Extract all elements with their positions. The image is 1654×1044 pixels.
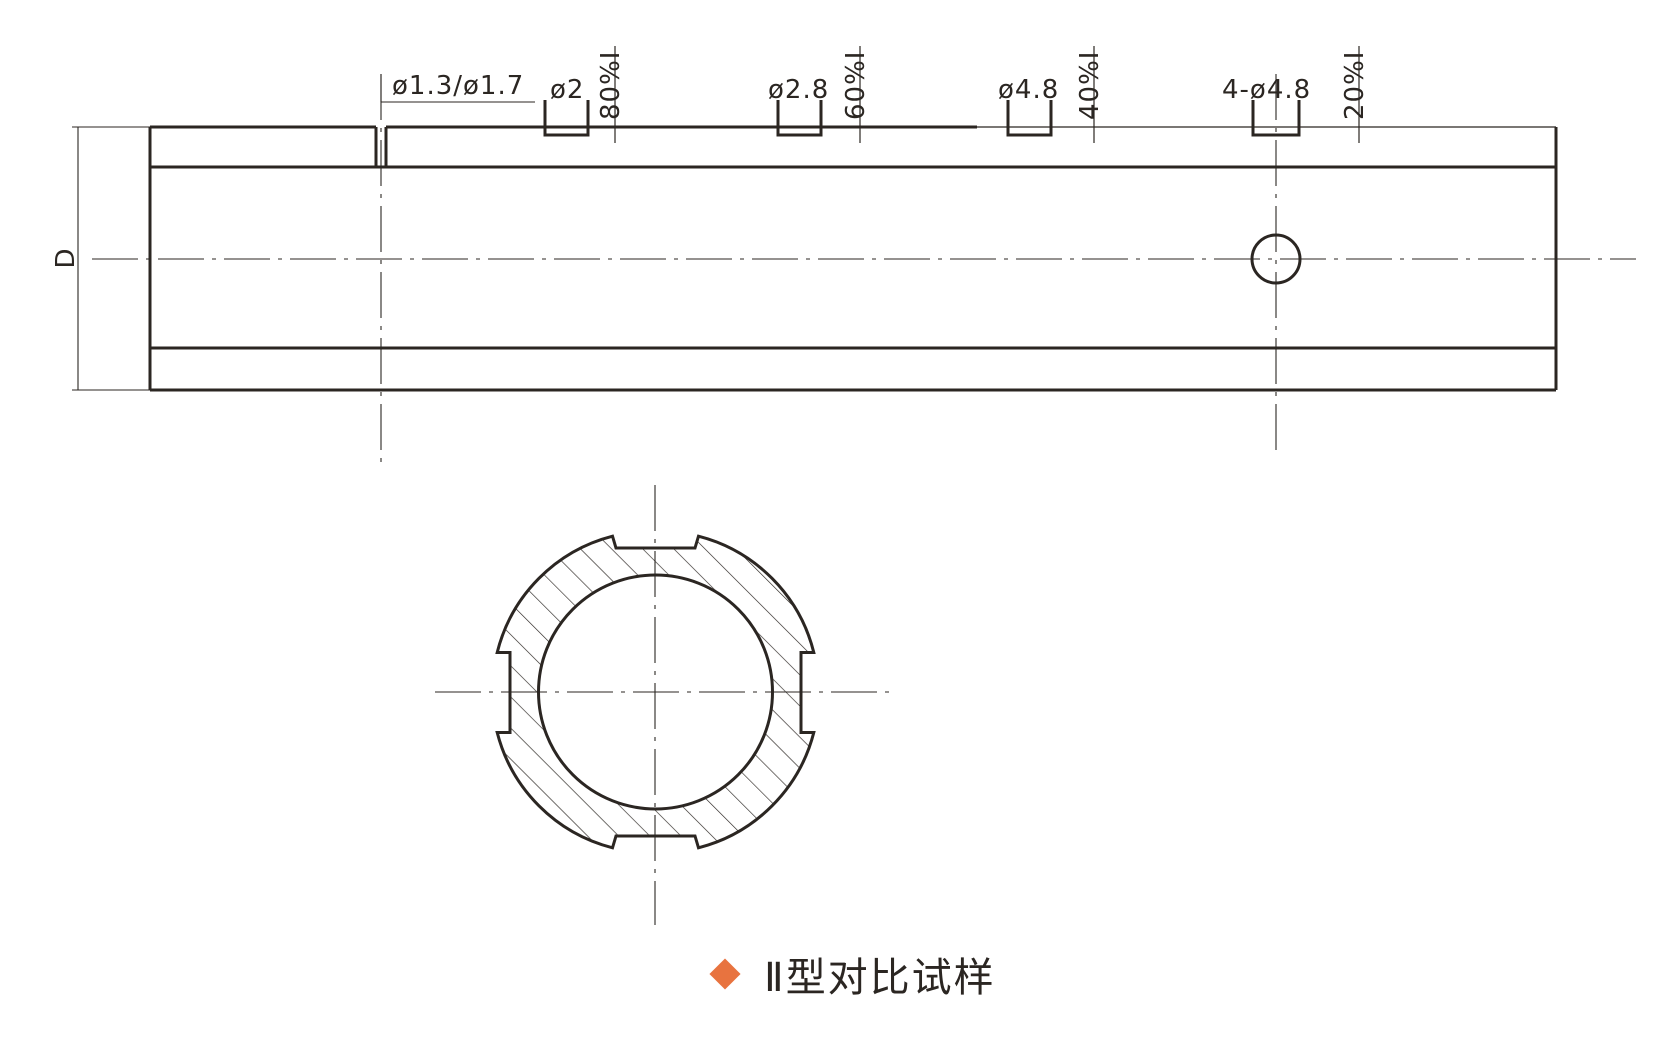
callout-hole-2-8-diameter: ø2.8 <box>768 75 829 105</box>
diameter-label: D <box>51 247 81 268</box>
hole-pocket-4-8 <box>1006 100 1053 137</box>
callout-hole-2-depth: 80%I <box>596 51 626 120</box>
callout-hole-2-8-depth: 60%I <box>841 51 871 120</box>
callout-notch-diameter: ø1.3/ø1.7 <box>392 71 524 101</box>
caption-text: Ⅱ型对比试样 <box>764 955 996 1001</box>
figure-caption: Ⅱ型对比试样 <box>709 944 996 1004</box>
hole-pocket-2-8 <box>776 100 823 137</box>
slot-notch <box>374 127 388 167</box>
callout-hole-4x4-8-depth: 20%I <box>1340 51 1370 120</box>
callout-hole-4x4-8-diameter: 4-ø4.8 <box>1222 75 1311 105</box>
callout-hole-2-diameter: ø2 <box>550 75 584 105</box>
hole-pocket-4x4-8 <box>1251 100 1301 137</box>
cross-section <box>435 485 890 925</box>
diamond-bullet-icon <box>709 958 741 990</box>
side-view <box>72 46 1636 462</box>
hole-pocket-2 <box>543 100 590 137</box>
callout-hole-4-8-depth: 40%I <box>1075 51 1105 120</box>
callout-hole-4-8-diameter: ø4.8 <box>998 75 1059 105</box>
